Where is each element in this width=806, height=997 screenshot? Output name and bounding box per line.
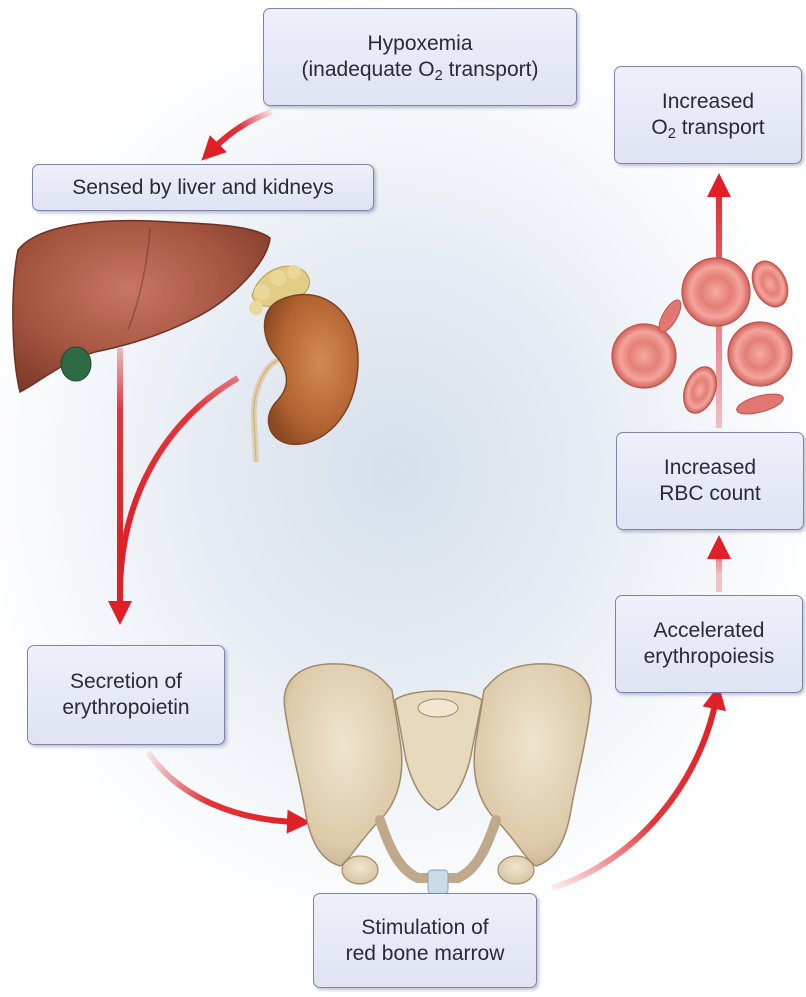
box-secretion: Secretion of erythropoietin [27, 645, 225, 745]
pelvis-icon [284, 664, 591, 894]
box-hypoxemia: Hypoxemia (inadequate O2 transport) [263, 8, 577, 106]
sensed-line1: Sensed by liver and kidneys [72, 175, 334, 201]
o2-line2: O2 transport [651, 115, 764, 141]
secretion-line2: erythropoietin [62, 695, 189, 721]
stimulation-line1: Stimulation of [346, 915, 505, 941]
accelerated-line2: erythropoiesis [644, 644, 775, 670]
box-accelerated: Accelerated erythropoiesis [615, 595, 803, 693]
arrow-kidney-to-secretion [120, 378, 238, 600]
arrow-hypoxemia-to-sensed [212, 112, 272, 150]
o2-line1: Increased [651, 89, 764, 115]
secretion-line1: Secretion of [62, 669, 189, 695]
stimulation-line2: red bone marrow [346, 941, 505, 967]
rbc-line2: RBC count [659, 481, 761, 507]
kidney-icon [249, 265, 358, 462]
red-blood-cells-icon [612, 255, 795, 417]
box-o2-transport: Increased O2 transport [614, 66, 802, 164]
box-sensed: Sensed by liver and kidneys [32, 164, 374, 211]
hypoxemia-line1: Hypoxemia [302, 31, 539, 57]
rbc-line1: Increased [659, 455, 761, 481]
box-rbc-count: Increased RBC count [616, 432, 804, 530]
box-stimulation: Stimulation of red bone marrow [313, 893, 537, 988]
liver-icon [13, 221, 270, 392]
accelerated-line1: Accelerated [644, 618, 775, 644]
arrow-secretion-to-stimulation [148, 752, 296, 822]
hypoxemia-line2: (inadequate O2 transport) [302, 57, 539, 83]
